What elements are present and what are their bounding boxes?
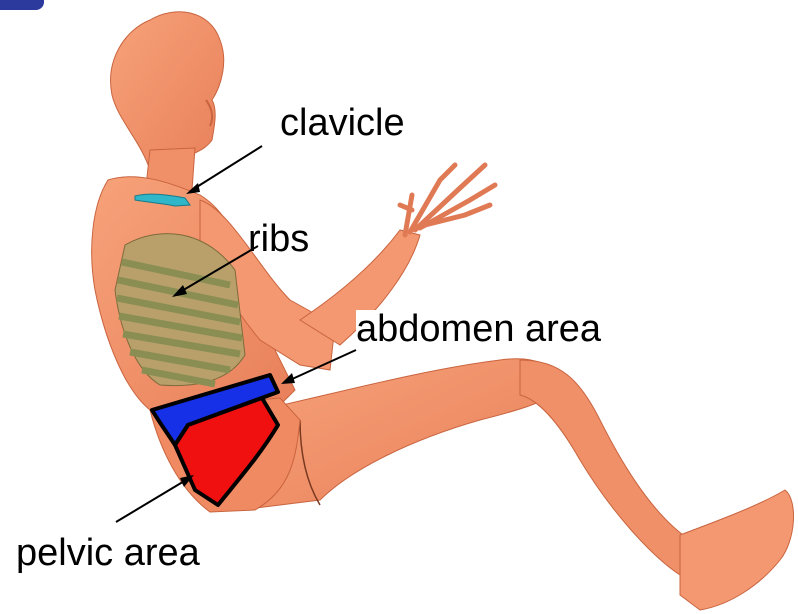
label-pelvic-area: pelvic area — [16, 534, 200, 572]
head — [111, 12, 224, 170]
pointer-clavicle — [192, 146, 262, 190]
label-ribs: ribs — [248, 220, 309, 258]
label-abdomen-area: abdomen area — [356, 310, 605, 348]
foot — [680, 490, 794, 610]
pointer-pelvic — [116, 480, 186, 522]
hand — [400, 165, 495, 235]
label-clavicle: clavicle — [280, 104, 405, 142]
lower-leg — [520, 360, 690, 575]
